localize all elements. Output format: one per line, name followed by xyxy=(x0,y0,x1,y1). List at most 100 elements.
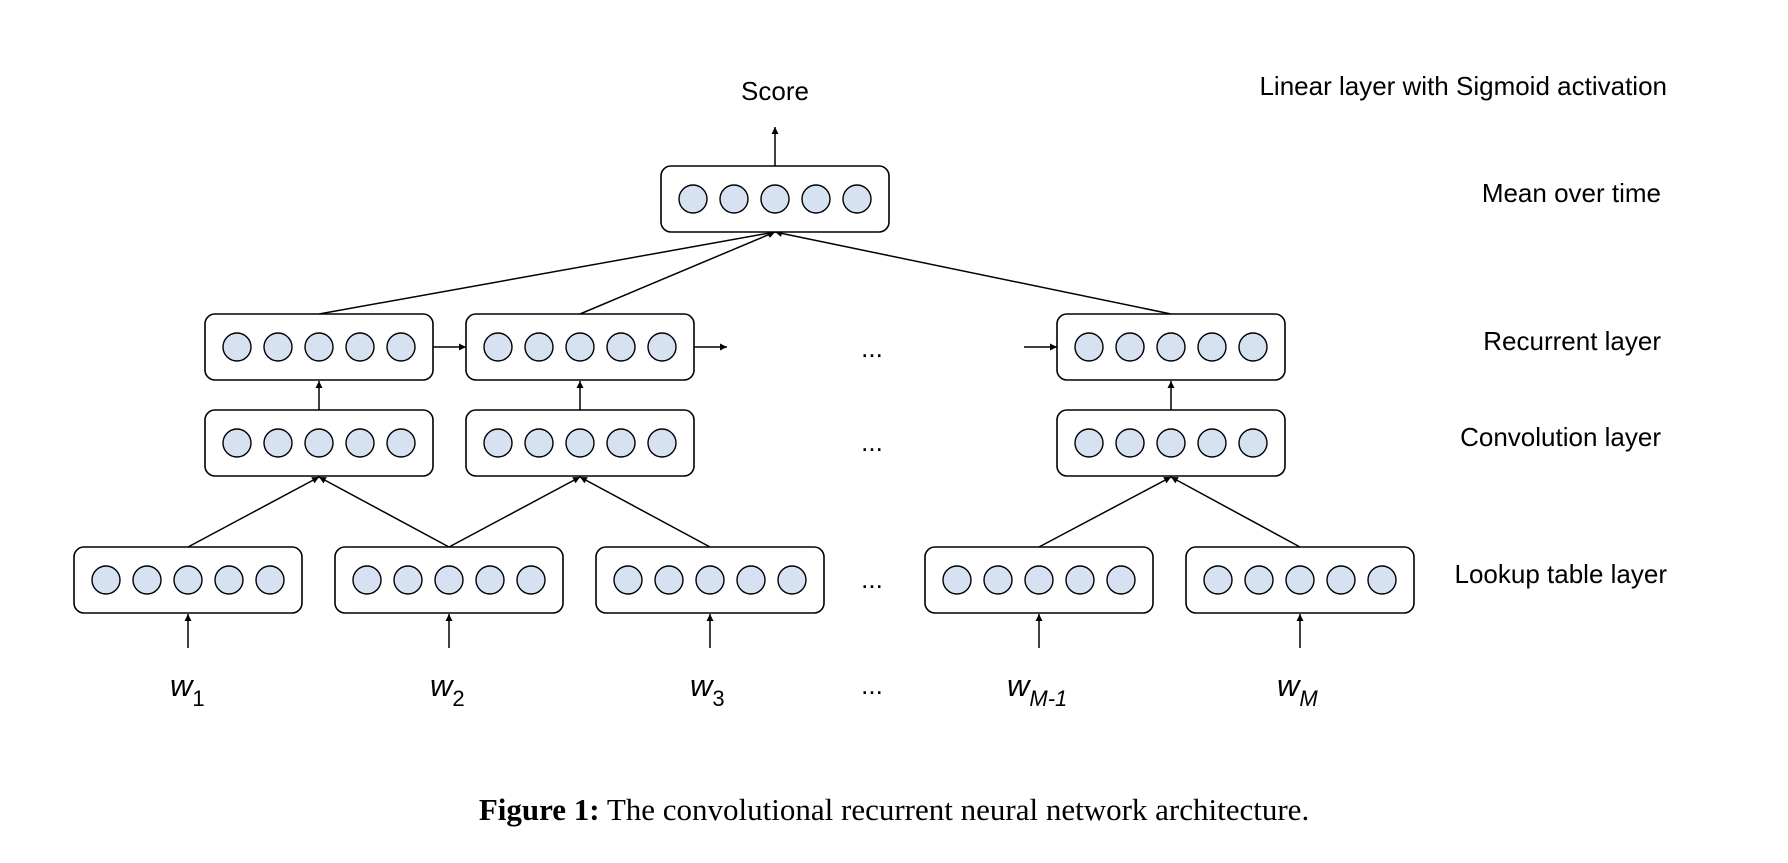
neuron-node xyxy=(214,565,244,595)
convolution-box-2 xyxy=(465,409,695,477)
neuron-node xyxy=(132,565,162,595)
lookup-box-m xyxy=(1185,546,1415,614)
neuron-node xyxy=(345,332,375,362)
neuron-node xyxy=(1074,332,1104,362)
neuron-node xyxy=(842,184,872,214)
word-label: wM-1 xyxy=(1007,668,1067,711)
neuron-node xyxy=(1106,565,1136,595)
lookup-to-conv-arrow xyxy=(1038,476,1172,548)
lookup-box-3 xyxy=(595,546,825,614)
lookup-box-1 xyxy=(73,546,303,614)
neuron-node xyxy=(222,428,252,458)
ellipsis-convolution: ... xyxy=(861,427,883,457)
neuron-node xyxy=(304,332,334,362)
neuron-node xyxy=(942,565,972,595)
layer-label-convolution: Convolution layer xyxy=(1460,422,1661,452)
lookup-to-conv-arrow xyxy=(318,476,450,548)
neuron-node xyxy=(263,428,293,458)
neuron-node xyxy=(1065,565,1095,595)
neuron-node xyxy=(1326,565,1356,595)
neuron-node xyxy=(386,428,416,458)
word-label: w2 xyxy=(430,668,465,711)
lookup-to-conv-arrow xyxy=(448,476,581,548)
neuron-node xyxy=(1367,565,1397,595)
neuron-node xyxy=(1074,428,1104,458)
caption-label: Figure 1: xyxy=(478,792,600,827)
neuron-node xyxy=(304,428,334,458)
neuron-node xyxy=(524,332,554,362)
neuron-node xyxy=(91,565,121,595)
neuron-node xyxy=(483,332,513,362)
layer-label-recurrent: Recurrent layer xyxy=(1483,326,1661,356)
lookup-to-conv-arrow xyxy=(1170,476,1301,548)
caption-text: The convolutional recurrent neural netwo… xyxy=(606,792,1310,827)
neuron-node xyxy=(1115,332,1145,362)
neuron-node xyxy=(1156,428,1186,458)
neuron-node xyxy=(1115,428,1145,458)
neuron-node xyxy=(1156,332,1186,362)
word-label: w1 xyxy=(170,668,205,711)
neuron-node xyxy=(1238,428,1268,458)
figure-caption: Figure 1: The convolutional recurrent ne… xyxy=(0,792,1788,828)
layer-boxes xyxy=(73,165,1415,614)
neuron-node xyxy=(173,565,203,595)
neuron-node xyxy=(1244,565,1274,595)
neuron-node xyxy=(1024,565,1054,595)
neuron-node xyxy=(1203,565,1233,595)
convolution-box-last xyxy=(1056,409,1286,477)
neuron-node xyxy=(524,428,554,458)
layer-label-mean: Mean over time xyxy=(1482,178,1661,208)
ellipsis-recurrent: ... xyxy=(861,333,883,363)
neuron-node xyxy=(606,332,636,362)
neuron-node xyxy=(565,332,595,362)
neuron-node xyxy=(352,565,382,595)
neuron-node xyxy=(565,428,595,458)
connections xyxy=(184,127,1304,648)
recurrent-to-mean-arrow xyxy=(579,231,776,315)
neuron-node xyxy=(606,428,636,458)
layer-label-lookup: Lookup table layer xyxy=(1455,559,1668,589)
neuron-node xyxy=(647,428,677,458)
neuron-node xyxy=(516,565,546,595)
ellipsis-lookup: ... xyxy=(861,564,883,594)
recurrent-box-last xyxy=(1056,313,1286,381)
neuron-node xyxy=(983,565,1013,595)
recurrent-to-mean-arrow xyxy=(774,229,1172,315)
score-label: Score xyxy=(741,76,809,106)
neuron-node xyxy=(475,565,505,595)
neuron-node xyxy=(1197,332,1227,362)
neuron-node xyxy=(736,565,766,595)
word-label: wM xyxy=(1277,668,1318,711)
neuron-node xyxy=(777,565,807,595)
neuron-node xyxy=(695,565,725,595)
neuron-node xyxy=(1285,565,1315,595)
neuron-node xyxy=(345,428,375,458)
lookup-to-conv-arrow xyxy=(187,476,320,548)
lookup-box-m-1 xyxy=(924,546,1154,614)
neuron-node xyxy=(801,184,831,214)
neuron-node xyxy=(483,428,513,458)
layer-label-linear: Linear layer with Sigmoid activation xyxy=(1259,71,1667,101)
neuron-node xyxy=(255,565,285,595)
neuron-node xyxy=(222,332,252,362)
recurrent-to-mean-arrow xyxy=(318,229,776,315)
neuron-node xyxy=(760,184,790,214)
lookup-to-conv-arrow xyxy=(579,476,711,548)
recurrent-box-1 xyxy=(204,313,434,381)
neuron-node xyxy=(678,184,708,214)
neuron-node xyxy=(263,332,293,362)
ellipsis-words: ... xyxy=(861,670,883,700)
neuron-node xyxy=(654,565,684,595)
recurrent-box-2 xyxy=(465,313,695,381)
convolution-box-1 xyxy=(204,409,434,477)
word-label: w3 xyxy=(690,668,725,711)
mean-over-time-box xyxy=(660,165,890,233)
neuron-node xyxy=(393,565,423,595)
neuron-node xyxy=(434,565,464,595)
neuron-node xyxy=(386,332,416,362)
neuron-node xyxy=(719,184,749,214)
neuron-node xyxy=(647,332,677,362)
neuron-node xyxy=(613,565,643,595)
